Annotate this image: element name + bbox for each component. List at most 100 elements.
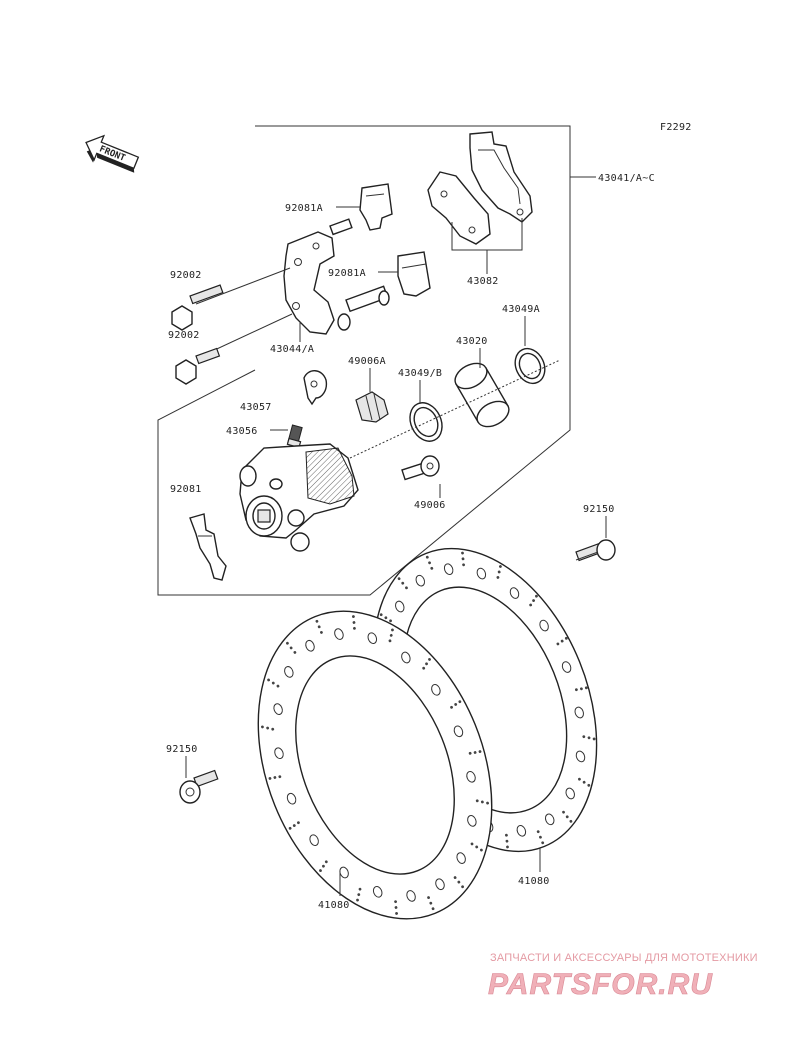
label-43020: 43020 <box>456 336 488 347</box>
disc-hole <box>401 651 411 664</box>
label-92150-left: 92150 <box>166 744 198 755</box>
disc-hole <box>367 632 378 644</box>
disc-dot <box>276 684 280 688</box>
disc-dot <box>268 777 272 780</box>
disc-dot <box>278 775 282 779</box>
disc-dot <box>394 900 397 904</box>
disc-dot <box>462 563 465 567</box>
disc-hole <box>415 574 426 587</box>
disc-dot <box>565 815 569 819</box>
disc-hole <box>466 770 476 783</box>
disc-dot <box>289 646 293 650</box>
disc-hole <box>273 703 283 715</box>
disc-dot <box>475 845 479 849</box>
disc-dot <box>457 880 461 884</box>
disc-hole <box>509 587 520 599</box>
disc-dot <box>506 845 509 849</box>
disc-dot <box>592 737 596 741</box>
boot-49006a <box>355 391 389 423</box>
brake-disc-left <box>257 610 493 920</box>
bleed-cap-43057 <box>303 370 328 406</box>
caliper-bracket <box>283 218 390 335</box>
disc-dot <box>288 826 292 830</box>
label-43049a: 43049A <box>502 304 540 315</box>
disc-dot <box>317 625 321 629</box>
disc-hole <box>516 824 527 837</box>
disc-dot <box>468 751 472 755</box>
watermark-logo: PARTSFOR.RU <box>488 968 713 1001</box>
piston-43020 <box>454 362 510 428</box>
disc-dot <box>271 681 275 685</box>
disc-hole <box>284 666 294 678</box>
disc-dot <box>357 893 361 897</box>
figure-code: F2292 <box>660 122 692 133</box>
disc-dot <box>379 613 383 617</box>
disc-dot <box>267 678 270 682</box>
disc-dot <box>486 801 489 805</box>
disc-dot <box>535 594 538 598</box>
disc-hole <box>443 563 454 576</box>
spring-92081 <box>189 513 227 581</box>
disc-dot <box>356 898 359 902</box>
label-92150-right: 92150 <box>583 504 615 515</box>
disc-dot <box>358 887 362 891</box>
disc-dot <box>397 577 401 581</box>
disc-dot <box>273 776 277 779</box>
label-43044: 43044/A <box>270 344 314 355</box>
disc-dot <box>564 636 568 640</box>
disc-hole <box>286 792 297 805</box>
label-43057: 43057 <box>240 402 272 413</box>
disc-dot <box>320 631 323 634</box>
disc-hole <box>435 878 445 891</box>
disc-hole <box>406 890 416 902</box>
disc-dot <box>587 783 591 787</box>
disc-dot <box>584 686 588 690</box>
disc-dot <box>582 735 586 739</box>
disc-dot <box>496 576 500 579</box>
label-41080-left: 41080 <box>318 900 350 911</box>
disc-dot <box>578 777 581 781</box>
disc-hole <box>334 628 344 640</box>
watermark-tagline: ЗАПЧАСТИ И АКСЕССУАРЫ ДЛЯ МОТОТЕХНИКИ <box>490 952 758 964</box>
disc-hole <box>395 600 405 613</box>
disc-dot <box>475 799 479 803</box>
disc-dot <box>575 688 578 692</box>
disc-dot <box>569 819 573 823</box>
disc-dot <box>532 599 535 602</box>
label-41080-right: 41080 <box>518 876 550 887</box>
disc-hole <box>476 567 487 580</box>
disc-dot <box>293 651 297 654</box>
disc-dot <box>271 727 275 731</box>
disc-dot <box>384 616 388 620</box>
label-49006a: 49006A <box>348 356 386 367</box>
disc-dot <box>394 906 398 909</box>
disc-dot <box>391 628 394 632</box>
pad-spring-lower <box>397 251 431 297</box>
disc-dot <box>562 810 565 814</box>
caliper-assembly-outline <box>157 125 571 596</box>
disc-dot <box>297 821 300 825</box>
disc-dot <box>541 841 545 845</box>
disc-dot <box>431 907 435 911</box>
disc-dot <box>453 876 457 879</box>
label-43049b: 43049/B <box>398 368 442 379</box>
disc-hole <box>453 725 464 738</box>
disc-dot <box>315 619 319 623</box>
disc-hole <box>565 787 575 800</box>
bolt-92002-upper <box>171 267 291 331</box>
bleed-valve-43056 <box>286 424 303 449</box>
disc-dot <box>352 615 355 618</box>
label-92081: 92081 <box>170 484 202 495</box>
disc-dot <box>428 561 431 565</box>
disc-dot <box>478 750 482 753</box>
disc-dot <box>499 565 502 568</box>
caliper-body <box>239 443 359 552</box>
disc-hole <box>574 706 584 719</box>
disc-dot <box>322 864 325 868</box>
disc-dot <box>401 581 405 585</box>
label-49006: 49006 <box>414 500 446 511</box>
disc-dot <box>458 700 462 704</box>
disc-dot <box>425 662 428 666</box>
seal-43049a <box>514 347 546 385</box>
disc-hole <box>467 815 477 827</box>
